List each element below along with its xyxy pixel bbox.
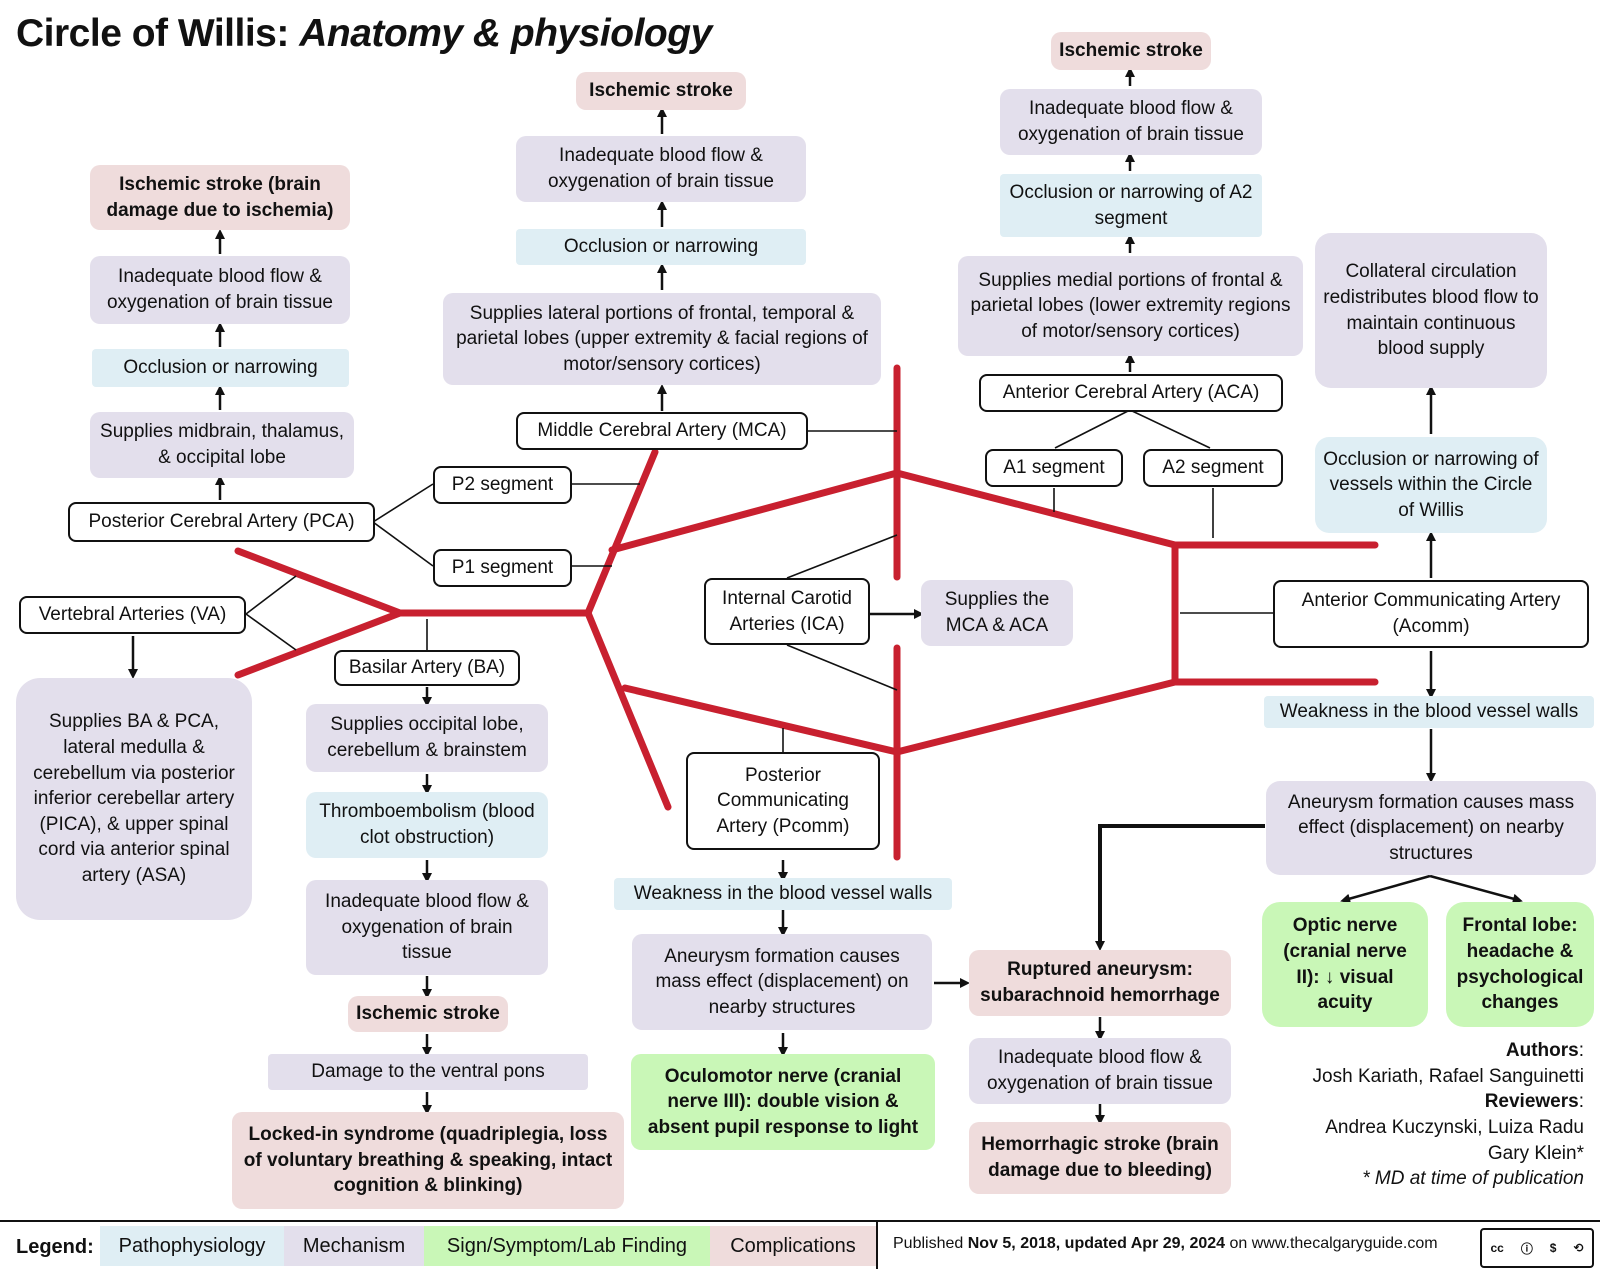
a2-segment: A2 segment [1143, 449, 1283, 487]
pca-inadequate-flow: Inadequate blood flow & oxygenation of b… [90, 256, 350, 324]
mca-inadequate-flow: Inadequate blood flow & oxygenation of b… [516, 136, 806, 202]
locked-in-syndrome: Locked-in syndrome (quadriplegia, loss o… [232, 1112, 624, 1209]
aca-artery: Anterior Cerebral Artery (ACA) [979, 374, 1283, 412]
optic-nerve: Optic nerve (cranial nerve II): ↓ visual… [1262, 902, 1428, 1027]
legend-complications: Complications [710, 1226, 876, 1266]
posterior-communicating-artery: Posterior Communicating Artery (Pcomm) [686, 752, 880, 850]
acomm-aneurysm: Aneurysm formation causes mass effect (d… [1266, 781, 1596, 875]
published-info: Published Nov 5, 2018, updated Apr 29, 2… [893, 1235, 1438, 1252]
circle-of-willis-vessels [234, 364, 1379, 861]
ica-supplies: Supplies the MCA & ACA [921, 580, 1073, 646]
p1-segment: P1 segment [433, 549, 572, 587]
basilar-artery: Basilar Artery (BA) [334, 650, 520, 686]
ba-inadequate-flow: Inadequate blood flow & oxygenation of b… [306, 880, 548, 975]
legend-pathophysiology: Pathophysiology [100, 1226, 284, 1266]
aca-inadequate-flow: Inadequate blood flow & oxygenation of b… [1000, 89, 1262, 155]
ba-ischemic-stroke: Ischemic stroke [348, 996, 508, 1032]
pcomm-weakness: Weakness in the blood vessel walls [614, 878, 952, 910]
legend-label: Legend: [16, 1236, 94, 1258]
p2-segment: P2 segment [433, 466, 572, 504]
legend-bar: Legend: Pathophysiology Mechanism Sign/S… [0, 1220, 1600, 1269]
legend-sign: Sign/Symptom/Lab Finding [424, 1226, 710, 1266]
cow-occlusion: Occlusion or narrowing of vessels within… [1315, 437, 1547, 533]
legend-mechanism: Mechanism [284, 1226, 424, 1266]
oculomotor-nerve: Oculomotor nerve (cranial nerve III): do… [631, 1054, 935, 1150]
mca-occlusion: Occlusion or narrowing [516, 229, 806, 265]
aca-occlusion: Occlusion or narrowing of A2 segment [1000, 174, 1262, 237]
authors-block: Authors: Josh Kariath, Rafael Sanguinett… [1312, 1040, 1584, 1190]
rupture-inadequate-flow: Inadequate blood flow & oxygenation of b… [969, 1038, 1231, 1104]
mca-artery: Middle Cerebral Artery (MCA) [516, 412, 808, 450]
page-title: Circle of Willis: Anatomy & physiology [16, 12, 712, 55]
internal-carotid-arteries: Internal Carotid Arteries (ICA) [704, 578, 870, 645]
aca-supplies: Supplies medial portions of frontal & pa… [958, 256, 1303, 356]
pca-ischemic-stroke: Ischemic stroke (brain damage due to isc… [90, 165, 350, 230]
pca-artery: Posterior Cerebral Artery (PCA) [68, 502, 375, 542]
acomm-weakness: Weakness in the blood vessel walls [1264, 696, 1594, 728]
pca-occlusion: Occlusion or narrowing [92, 349, 349, 387]
pca-supplies: Supplies midbrain, thalamus, & occipital… [90, 412, 354, 478]
a1-segment: A1 segment [985, 449, 1123, 487]
subarachnoid-hemorrhage: Ruptured aneurysm: subarachnoid hemorrha… [969, 950, 1231, 1016]
ba-supplies: Supplies occipital lobe, cerebellum & br… [306, 704, 548, 772]
collateral-circulation: Collateral circulation redistributes blo… [1315, 233, 1547, 388]
hemorrhagic-stroke: Hemorrhagic stroke (brain damage due to … [969, 1122, 1231, 1194]
vertebral-arteries: Vertebral Arteries (VA) [19, 596, 246, 634]
anterior-communicating-artery: Anterior Communicating Artery (Acomm) [1273, 580, 1589, 648]
frontal-lobe: Frontal lobe: headache & psychological c… [1446, 902, 1594, 1027]
ba-thromboembolism: Thromboembolism (blood clot obstruction) [306, 792, 548, 858]
ba-ventral-pons: Damage to the ventral pons [268, 1054, 588, 1090]
mca-supplies: Supplies lateral portions of frontal, te… [443, 293, 881, 385]
mca-ischemic-stroke: Ischemic stroke [576, 72, 746, 110]
pcomm-aneurysm: Aneurysm formation causes mass effect (d… [632, 934, 932, 1030]
aca-ischemic-stroke: Ischemic stroke [1051, 32, 1211, 70]
va-supplies: Supplies BA & PCA, lateral medulla & cer… [16, 678, 252, 920]
